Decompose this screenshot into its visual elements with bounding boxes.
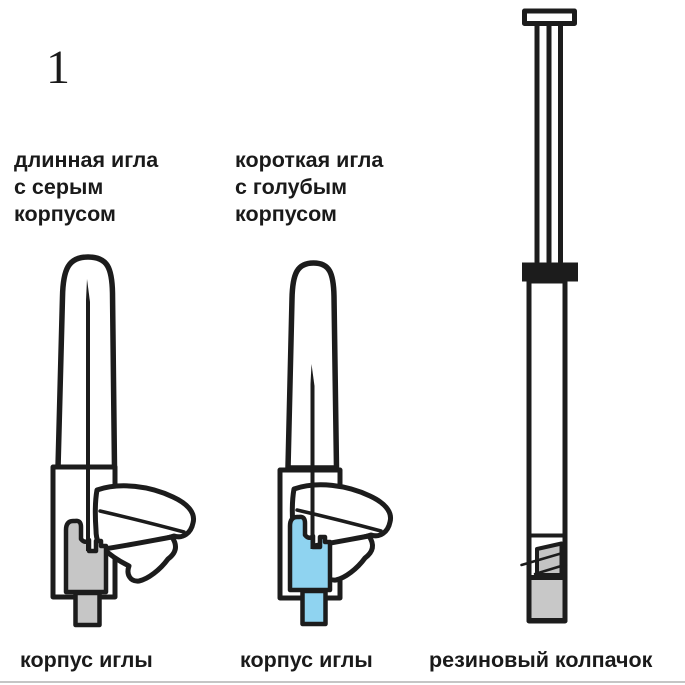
label-line: короткая игла bbox=[235, 148, 384, 172]
needle-hub bbox=[63, 518, 109, 595]
long-needle-label: длинная игла с серым корпусом bbox=[14, 147, 158, 228]
short-needle-label: короткая игла с голубым корпусом bbox=[235, 147, 383, 228]
hub-stub bbox=[300, 588, 328, 627]
thread-line bbox=[520, 550, 568, 567]
label-line: длинная игла bbox=[14, 148, 159, 172]
label-line: с голубым bbox=[235, 175, 348, 199]
syringe-figure bbox=[520, 8, 578, 624]
wrapper-flap bbox=[101, 534, 178, 584]
long-needle-figure bbox=[50, 254, 197, 628]
wrapper-fold-line bbox=[98, 509, 186, 534]
needle bbox=[86, 279, 90, 551]
needle bbox=[310, 364, 315, 549]
label-line: корпусом bbox=[14, 202, 116, 226]
long-needle-caption: корпус иглы bbox=[20, 648, 153, 672]
label-line: с серым bbox=[14, 175, 104, 199]
step-number: 1 bbox=[46, 41, 70, 94]
syringe-caption: резиновый колпачок bbox=[429, 648, 653, 672]
rubber-cap bbox=[526, 575, 568, 623]
label-line: корпусом bbox=[235, 202, 337, 226]
short-needle-caption: корпус иглы bbox=[240, 648, 373, 672]
plunger-stopper bbox=[522, 262, 578, 282]
thread-line bbox=[533, 563, 568, 576]
short-needle-figure bbox=[277, 260, 394, 627]
needle-cap bbox=[285, 260, 340, 471]
plunger-rod bbox=[534, 21, 563, 265]
hub-stub bbox=[73, 590, 102, 628]
wrapper-fold-line bbox=[295, 508, 383, 533]
page-bottom-edge bbox=[0, 681, 685, 683]
